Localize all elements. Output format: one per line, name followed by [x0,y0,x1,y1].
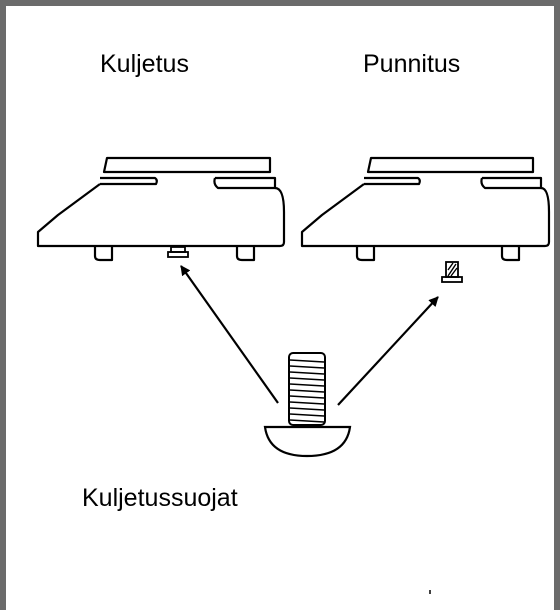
transport-lock-label: Kuljetussuojat [82,484,238,512]
arrow-to-transport-position [180,265,279,404]
scale-body-right [300,183,551,248]
pan-support-right-a [364,176,421,186]
pan-support-left-b [213,176,277,190]
pan-support-left-a [100,176,158,186]
weighing-pan-right [366,156,535,174]
pan-support-right-b [480,176,543,190]
scale-foot-left-a [93,246,114,262]
scale-weighing-position [300,156,551,262]
arrow-to-weighing-position [337,296,439,406]
lock-screw-lowered [441,261,463,283]
lock-screw-flush [167,246,189,258]
weighing-pan-left [102,156,272,174]
scale-transport-position [36,156,286,262]
scale-body-left [36,183,286,248]
scale-foot-left-b [235,246,256,262]
scale-foot-right-b [500,246,521,262]
transport-lock-screw-icon [263,352,352,458]
weighing-label: Punnitus [363,50,461,78]
scale-foot-right-a [355,246,376,262]
transport-label: Kuljetus [100,50,189,78]
